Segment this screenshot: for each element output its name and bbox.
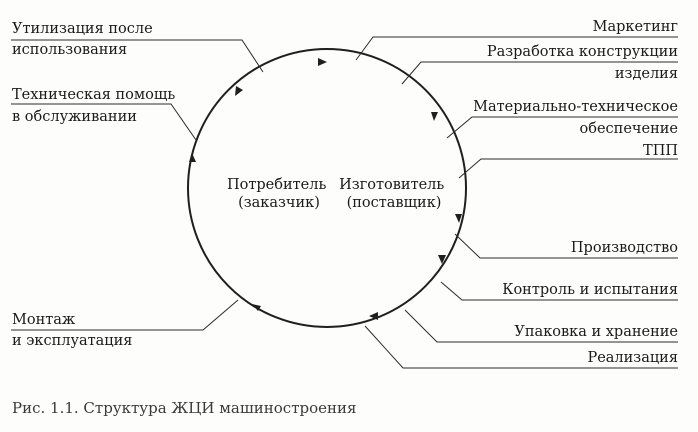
cycle-arrow-top — [318, 58, 327, 66]
leader-material — [446, 116, 678, 139]
leader-production — [454, 233, 678, 259]
stage-design-line-2: изделия — [615, 66, 678, 82]
manufacturer-label: Изготовитель (поставщик) — [339, 177, 449, 211]
stage-sales: Реализация — [587, 350, 678, 366]
cycle-arrow-right-upper — [431, 112, 438, 121]
stage-design-line-1: Разработка конструкции — [487, 44, 678, 60]
stage-marketing: Маркетинг — [593, 19, 678, 35]
leader-packaging — [404, 309, 678, 343]
manufacturer-label-line-1: Изготовитель — [339, 177, 444, 193]
cycle-arrow-bottom — [369, 312, 378, 320]
leader-tpp — [458, 158, 678, 179]
cycle-arrow-left — [189, 153, 196, 162]
customer-label-line-1: Потребитель — [227, 177, 326, 193]
life-cycle-circle — [187, 48, 467, 328]
cycle-arrow-upper-left — [235, 86, 243, 96]
stage-tpp: ТПП — [643, 143, 678, 159]
leader-montage — [11, 299, 239, 331]
cycle-arrow-right-lower — [455, 214, 462, 223]
stage-material-line-2: обеспечение — [580, 121, 678, 137]
stage-production: Производство — [571, 240, 678, 256]
manufacturer-label-line-2: (поставщик) — [347, 195, 442, 211]
leader-tech-help — [11, 103, 197, 141]
stage-control: Контроль и испытания — [502, 282, 678, 298]
customer-label: Потребитель (заказчик) — [227, 177, 331, 211]
customer-label-line-2: (заказчик) — [238, 195, 320, 211]
cycle-arrow-bottom-left — [252, 304, 261, 311]
stage-tech-help-line-1: Техническая помощь — [12, 87, 175, 103]
figure-caption: Рис. 1.1. Структура ЖЦИ машиностроения — [12, 399, 356, 417]
leader-marketing — [355, 36, 678, 61]
cycle-arrow-lower-right — [438, 255, 446, 264]
leader-design — [401, 61, 678, 85]
stage-utilization-line-1: Утилизация после — [12, 21, 153, 37]
stage-material-line-1: Материально-техническое — [473, 99, 678, 115]
stage-utilization-line-2: использования — [12, 42, 127, 58]
leader-sales — [364, 325, 678, 369]
stage-tech-help-line-2: в обслуживании — [12, 109, 137, 125]
leader-control — [440, 281, 678, 301]
stage-montage-line-2: и эксплуатация — [12, 333, 132, 349]
stage-montage-line-1: Монтаж — [12, 312, 76, 328]
leader-utilization — [11, 39, 264, 73]
stage-packaging: Упаковка и хранение — [514, 324, 678, 340]
